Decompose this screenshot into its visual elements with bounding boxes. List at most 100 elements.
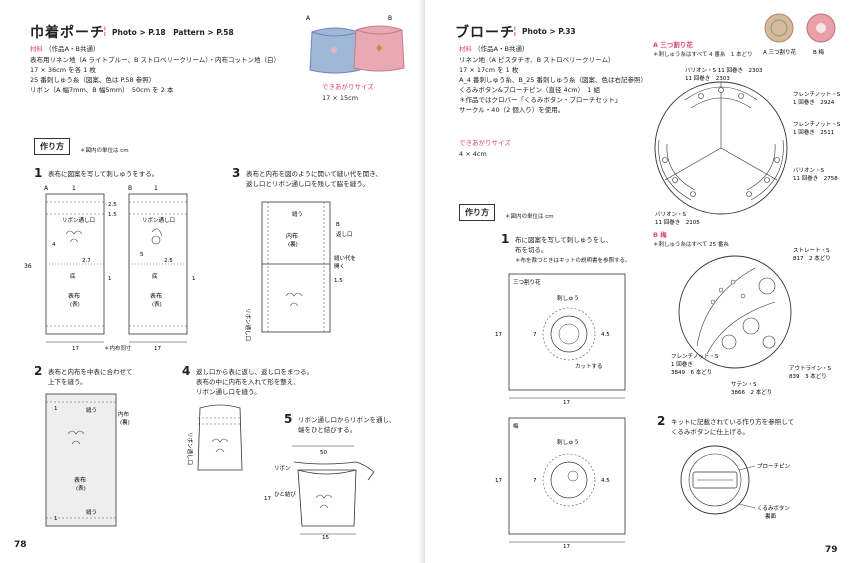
photo-reference: Photo > P.33 <box>522 27 576 36</box>
svg-text:リボン: リボン <box>274 464 291 472</box>
unit-note: ＊図内の単位は cm <box>80 148 129 154</box>
svg-text:B: B <box>388 15 392 22</box>
svg-text:B 梅: B 梅 <box>813 48 825 56</box>
step-2-diagram: 1 縫う 内布 (裏) 表布 (表) 1 縫う <box>45 393 130 527</box>
pattern-b-title: B 梅 <box>653 231 667 239</box>
pouch-photo: A B <box>306 15 405 74</box>
svg-text:B: B <box>336 222 340 228</box>
svg-text:梅: 梅 <box>513 422 519 430</box>
svg-text:17: 17 <box>495 332 502 338</box>
fabric-b-diagram: 梅 刺しゅう 7 4.5 17 17 <box>495 417 626 549</box>
step-2-number: 2 <box>34 364 43 378</box>
step-3-text: 表布と内布を図のように開いて縫い代を開き、 返し口とリボン通し口を残して脇を縫う… <box>246 170 382 188</box>
step-4-diagram: リボン通し口 <box>186 404 243 471</box>
svg-text:内布: 内布 <box>286 232 298 240</box>
svg-text:1 回巻き 2511: 1 回巻き 2511 <box>793 128 834 136</box>
pattern-a-diagram: バリオン・S 11 回巻き 2303 11 回巻き 2303 フレンチノット・S… <box>654 66 841 226</box>
svg-text:底: 底 <box>152 272 158 280</box>
step-5-text: リボン通し口からリボンを通し、 端をひと結びする。 <box>298 416 396 434</box>
svg-text:4.5: 4.5 <box>601 332 610 338</box>
step-4-number: 4 <box>182 364 191 378</box>
svg-text:36: 36 <box>24 263 32 270</box>
svg-text:1.5: 1.5 <box>334 278 343 284</box>
svg-text:サテン・S: サテン・S <box>731 381 757 388</box>
svg-text:11 回巻き 2105: 11 回巻き 2105 <box>655 218 700 226</box>
svg-text:刺しゅう: 刺しゅう <box>557 294 579 302</box>
svg-text:2.5: 2.5 <box>108 202 117 208</box>
svg-text:5: 5 <box>140 252 144 258</box>
page-number-right: 79 <box>825 545 838 555</box>
svg-text:A: A <box>44 185 49 192</box>
svg-text:バリオン・S 11 回巻き 2303: バリオン・S 11 回巻き 2303 <box>685 66 763 74</box>
materials-heading: 材料 （作品A・B共通） <box>30 45 100 53</box>
svg-text:50: 50 <box>320 450 327 456</box>
page-title: 巾着ポーチ <box>30 25 105 41</box>
svg-text:1: 1 <box>54 406 58 412</box>
svg-text:アウトライン・S: アウトライン・S <box>789 364 832 372</box>
svg-text:4: 4 <box>52 242 56 248</box>
svg-text:裏面: 裏面 <box>765 512 777 520</box>
step-1-diagram: A 1 B 1 2.5 1.5 リボン通し口 リボン通し口 4 5 2.7 2.… <box>24 185 196 352</box>
svg-text:839 3 本どり: 839 3 本どり <box>789 372 827 380</box>
step-1-number: 1 <box>501 232 510 246</box>
step-1-text: 布に図案を写して刺しゅうをし、 布を切る。 <box>515 236 613 254</box>
materials-heading: 材料 （作品A・B共通） <box>459 45 529 53</box>
svg-text:リボン通し口: リボン通し口 <box>244 308 252 341</box>
pattern-b-note: ＊刺しゅう糸はすべて 25 番糸 <box>653 242 729 248</box>
step-2-number: 2 <box>657 414 666 428</box>
svg-text:縫い代を: 縫い代を <box>334 254 356 262</box>
howto-label: 作り方 <box>34 138 70 155</box>
pattern-b-diagram: ストレート・S 817 2 本どり フレンチノット・S 1 回巻き 3849 6… <box>671 247 832 396</box>
svg-text:A 三つ割り花: A 三つ割り花 <box>763 48 797 56</box>
step-1-number: 1 <box>34 166 43 180</box>
page-title: ブローチ <box>455 25 515 41</box>
page-number-left: 78 <box>14 540 27 550</box>
step-2-text: 表布と内布を中表に合わせて 上下を縫う。 <box>48 368 133 386</box>
svg-text:1: 1 <box>192 276 196 282</box>
svg-text:(表): (表) <box>76 484 86 492</box>
photo-reference: Photo > P.18 Pattern > P.58 <box>112 28 234 37</box>
svg-text:1: 1 <box>54 516 58 522</box>
svg-text:(表): (表) <box>70 300 80 308</box>
svg-text:11 回巻き 2758: 11 回巻き 2758 <box>793 174 838 182</box>
inner-same-note: ＊内布同寸 <box>104 346 132 352</box>
svg-text:刺しゅう: 刺しゅう <box>557 438 579 446</box>
step-1-text: 表布に図案を写して刺しゅうをする。 <box>48 170 159 178</box>
svg-text:3866 2 本どり: 3866 2 本どり <box>731 388 772 396</box>
step-4-text: 返し口から表に返し、返し口をまつる。 表布の中に内布を入れて形を整え、 リボン通… <box>196 368 313 396</box>
svg-text:フレンチノット・S: フレンチノット・S <box>671 353 719 360</box>
svg-text:17: 17 <box>563 544 570 549</box>
fabric-a-diagram: 三つ割り花 刺しゅう 7 4.5 カットする 17 17 <box>495 273 626 405</box>
svg-text:11 回巻き 2303: 11 回巻き 2303 <box>685 74 730 82</box>
step-5-number: 5 <box>284 412 293 426</box>
svg-text:ブローチピン: ブローチピン <box>757 462 791 470</box>
svg-text:2.5: 2.5 <box>164 258 173 264</box>
svg-text:B: B <box>128 185 132 192</box>
svg-text:返し口: 返し口 <box>336 231 353 238</box>
step-5-diagram: 50 リボン 17 ひと結び 15 <box>264 445 375 540</box>
svg-text:リボン通し口: リボン通し口 <box>142 216 175 224</box>
materials-list: 表布用リネン地（A ライトブルー、B ストロベリークリーム）・内布コットン地（白… <box>30 56 281 94</box>
svg-text:1.5: 1.5 <box>108 212 117 218</box>
step-3-diagram: 縫う 内布 (裏) B 返し口 縫い代を 開く 1.5 リボン通し口 <box>244 201 356 341</box>
step-2-text: キットに記載されている作り方を参照して くるみボタンに仕上げる。 <box>671 418 795 436</box>
brooch-photo: A 三つ割り花 B 梅 <box>763 13 836 56</box>
svg-text:1: 1 <box>72 185 76 192</box>
svg-text:1: 1 <box>108 276 112 282</box>
svg-text:内布: 内布 <box>118 410 130 418</box>
svg-text:表布: 表布 <box>74 476 86 484</box>
step-1-note: ＊布を裁つときはキットの説明書を参照する。 <box>515 258 631 264</box>
svg-text:1: 1 <box>154 185 158 192</box>
svg-text:17: 17 <box>72 346 79 352</box>
svg-text:バリオン・S: バリオン・S <box>655 211 687 218</box>
step-3-number: 3 <box>232 166 241 180</box>
svg-text:開く: 開く <box>334 263 345 270</box>
svg-text:817 2 本どり: 817 2 本どり <box>793 254 831 262</box>
svg-text:表布: 表布 <box>150 292 162 300</box>
svg-text:15: 15 <box>322 535 329 540</box>
svg-text:カットする: カットする <box>575 363 603 370</box>
svg-text:4.5: 4.5 <box>601 478 610 484</box>
svg-text:17: 17 <box>563 400 570 405</box>
svg-text:バリオン・S: バリオン・S <box>793 167 825 174</box>
svg-text:(裏): (裏) <box>288 240 298 248</box>
